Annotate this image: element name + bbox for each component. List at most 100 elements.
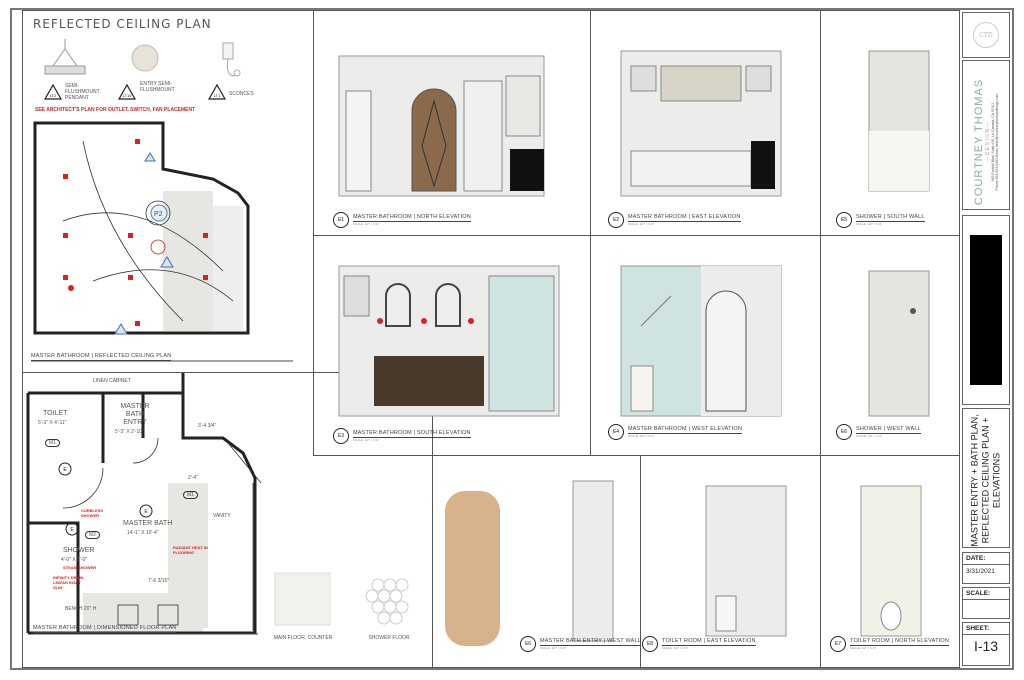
elevation-e1: [313, 10, 591, 236]
elevations-2-title: SHOWER | SOUTH WALL: [856, 214, 925, 222]
elevation-e3: [313, 235, 591, 456]
floor-plan-drawing: E E E: [26, 373, 409, 635]
sheet-title-box: MASTER ENTRY + BATH PLAN, REFLECTED CEIL…: [962, 408, 1010, 548]
radiant-note: RADIANT HEAT IN FLOORING: [173, 545, 208, 555]
elevation-e6: [820, 235, 960, 456]
elevation_scale: SCALE: 1/2" = 1'-0": [353, 438, 380, 442]
elevation_scale: SCALE: 1/2" = 1'-0": [856, 222, 883, 226]
dimension: 7'-6 3/16": [148, 578, 170, 584]
sheet-title: MASTER ENTRY + BATH PLAN, REFLECTED CEIL…: [969, 414, 1002, 547]
room-toilet: TOILET: [43, 410, 68, 417]
elevation-e7: [820, 455, 960, 668]
elevation_scale: SCALE: 1/2" = 1'-0": [628, 434, 655, 438]
elevation-e4: [590, 235, 821, 456]
m2-tag: M2: [85, 531, 100, 539]
m1-tag: M1: [45, 439, 60, 447]
elevations-3-tag: E3: [333, 428, 349, 444]
elevations-8-title: TOILET ROOM | NORTH ELEVATION: [850, 638, 950, 646]
elevations-7-tag: E8: [642, 636, 658, 652]
scale-box: SCALE:: [962, 587, 1010, 619]
elevations-6-tag: E6: [520, 636, 536, 652]
dimension: 3'-4 3/4": [198, 423, 217, 429]
svg-text:LT10: LT10: [123, 93, 133, 98]
elevation_scale: SCALE: 1/2" = 1'-0": [856, 434, 883, 438]
linen-label: LINEN CABINET: [93, 378, 131, 384]
elevations-5-title: SHOWER | WEST WALL: [856, 426, 921, 434]
svg-text:E: E: [144, 509, 148, 515]
dimension: 2'-4": [188, 475, 198, 481]
material-label: SHOWER FLOOR: [368, 635, 410, 641]
sheet-number: I-13: [973, 638, 999, 654]
svg-text:E: E: [63, 467, 67, 473]
elevation_scale: SCALE: 1/2" = 1'-0": [628, 222, 655, 226]
elevation_scale: SCALE: 1/2" = 1'-0": [850, 646, 877, 650]
logo: CTD: [973, 22, 999, 48]
elevations-7-title: TOILET ROOM | EAST ELEVATION: [662, 638, 756, 646]
elevation-e2: [590, 10, 821, 236]
firm-name: COURTNEY THOMAS: [973, 78, 985, 206]
material-label: MAIN FLOOR, COUNTER: [273, 635, 333, 641]
rcp-plan-title: MASTER BATHROOM | REFLECTED CEILING PLAN: [31, 353, 172, 361]
steam-note: STEAM SHOWER: [63, 565, 97, 570]
elevations-4-tag: E4: [608, 424, 624, 440]
room-master-bath-size: 14'-1" X 10'-4": [127, 530, 159, 536]
rcp-drawing: LT2 LT10 LT1 P2: [31, 39, 293, 362]
room-shower: SHOWER: [63, 547, 95, 554]
sheet-box: SHEET: I-13: [962, 622, 1010, 666]
elevation-e8: [640, 455, 821, 668]
floor_plan-title: MASTER BATHROOM | DIMENSIONED FLOOR PLAN: [33, 625, 177, 633]
curbless-note: CURBLESS SHOWER: [81, 508, 104, 518]
firm-contact: Phone 818.923.5283 Email hello@courtneyt…: [995, 93, 999, 191]
drain-note: INFINITY DRAIN LINEAR INSET SLIM: [53, 575, 84, 590]
floor-plan-title: MASTER BATHROOM | DIMENSIONED FLOOR PLAN: [33, 625, 177, 633]
date-value: 3/31/2021: [966, 568, 995, 575]
elevation_scale: SCALE: 1/2" = 1'-0": [662, 646, 689, 650]
vanity-label: VANITY: [213, 513, 231, 519]
svg-text:LT1: LT1: [214, 93, 221, 98]
date-box: DATE: 3/31/2021: [962, 552, 1010, 584]
room-shower-size: 4'-0" X 5'-0": [61, 557, 88, 563]
elevations-6-title: MASTER BATH ENTRY | WEST WALL: [540, 638, 642, 646]
svg-text:E: E: [70, 527, 74, 533]
room-master-bath: MASTER BATH: [123, 520, 173, 527]
bench-label: BENCH 20" H: [65, 606, 97, 612]
m1-tag: M1: [183, 491, 198, 499]
rcp-note: SEE ARCHITECT'S PLAN FOR OUTLET, SWITCH,…: [35, 107, 196, 113]
fixture-label: ENTRY SEMI-FLUSHMOUNT: [140, 81, 175, 93]
redacted-box: [962, 215, 1010, 405]
room-entry: MASTER BATH ENTRY: [120, 403, 150, 426]
elevations-1-tag: E2: [608, 212, 624, 228]
rcp-plan_title: MASTER BATHROOM | REFLECTED CEILING PLAN: [31, 353, 172, 361]
room-toilet-size: 5'-3" X 4'-11": [38, 420, 67, 426]
drawing-sheet: [10, 8, 1014, 670]
room-entry-size: 5'-3" X 2'-10": [115, 429, 144, 435]
elevation-e9: [432, 455, 641, 668]
elevations-0-title: MASTER BATHROOM | NORTH ELEVATION: [353, 214, 471, 222]
elevations-4-title: MASTER BATHROOM | WEST ELEVATION: [628, 426, 743, 434]
title_block-date_label: DATE:: [963, 553, 1009, 565]
title_block-scale: [963, 600, 1009, 606]
elevation_scale: SCALE: 1/2" = 1'-0": [353, 222, 380, 226]
elevation-e5: [820, 10, 960, 236]
svg-text:P2: P2: [154, 211, 163, 218]
elevations-0-tag: E1: [333, 212, 349, 228]
elevations-8-tag: E7: [830, 636, 846, 652]
elevations-2-tag: E5: [836, 212, 852, 228]
fixture-label: SEMI-FLUSHMOUNT PENDANT: [65, 83, 100, 101]
logo-box: CTD: [962, 12, 1010, 58]
elevations-3-title: MASTER BATHROOM | SOUTH ELEVATION: [353, 430, 471, 438]
title_block-scale_label: SCALE:: [963, 588, 1009, 600]
title_block-sheet_label: SHEET:: [963, 623, 1009, 635]
fixture-tag: LT2: [50, 93, 57, 98]
fixture-label: SCONCES: [229, 91, 254, 97]
elevation_scale: SCALE: 1/2" = 1'-0": [540, 646, 567, 650]
